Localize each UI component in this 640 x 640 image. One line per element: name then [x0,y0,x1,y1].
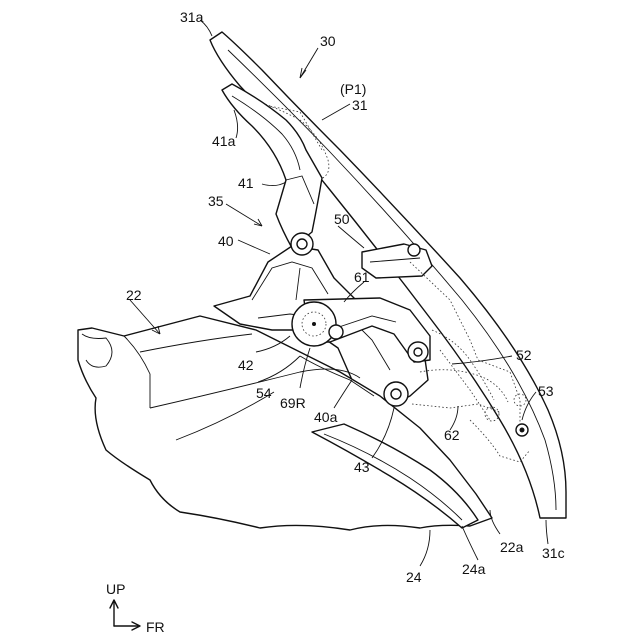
label-24: 24 [406,569,422,585]
label-54: 54 [256,385,272,401]
label-22a: 22a [500,539,524,555]
label-69r: 69R [280,395,306,411]
label-30: 30 [320,33,336,49]
label-52: 52 [516,347,532,363]
label-40a: 40a [314,409,338,425]
up-label: UP [106,581,125,597]
label-42: 42 [238,357,254,373]
direction-indicator: UP FR [106,581,165,635]
stay-41 [222,84,322,248]
label-41: 41 [238,175,254,191]
label-35: 35 [208,193,224,209]
label-50: 50 [334,211,350,227]
label-61: 61 [354,269,370,285]
label-31a: 31a [180,9,204,25]
label-40: 40 [218,233,234,249]
label-62: 62 [444,427,460,443]
label-43: 43 [354,459,370,475]
label-41a: 41a [212,133,236,149]
label-22: 22 [126,287,142,303]
label-31: 31 [352,97,368,113]
fr-label: FR [146,619,165,635]
label-24a: 24a [462,561,486,577]
label-31c: 31c [542,545,565,561]
label-p1: (P1) [340,81,366,97]
label-53: 53 [538,383,554,399]
